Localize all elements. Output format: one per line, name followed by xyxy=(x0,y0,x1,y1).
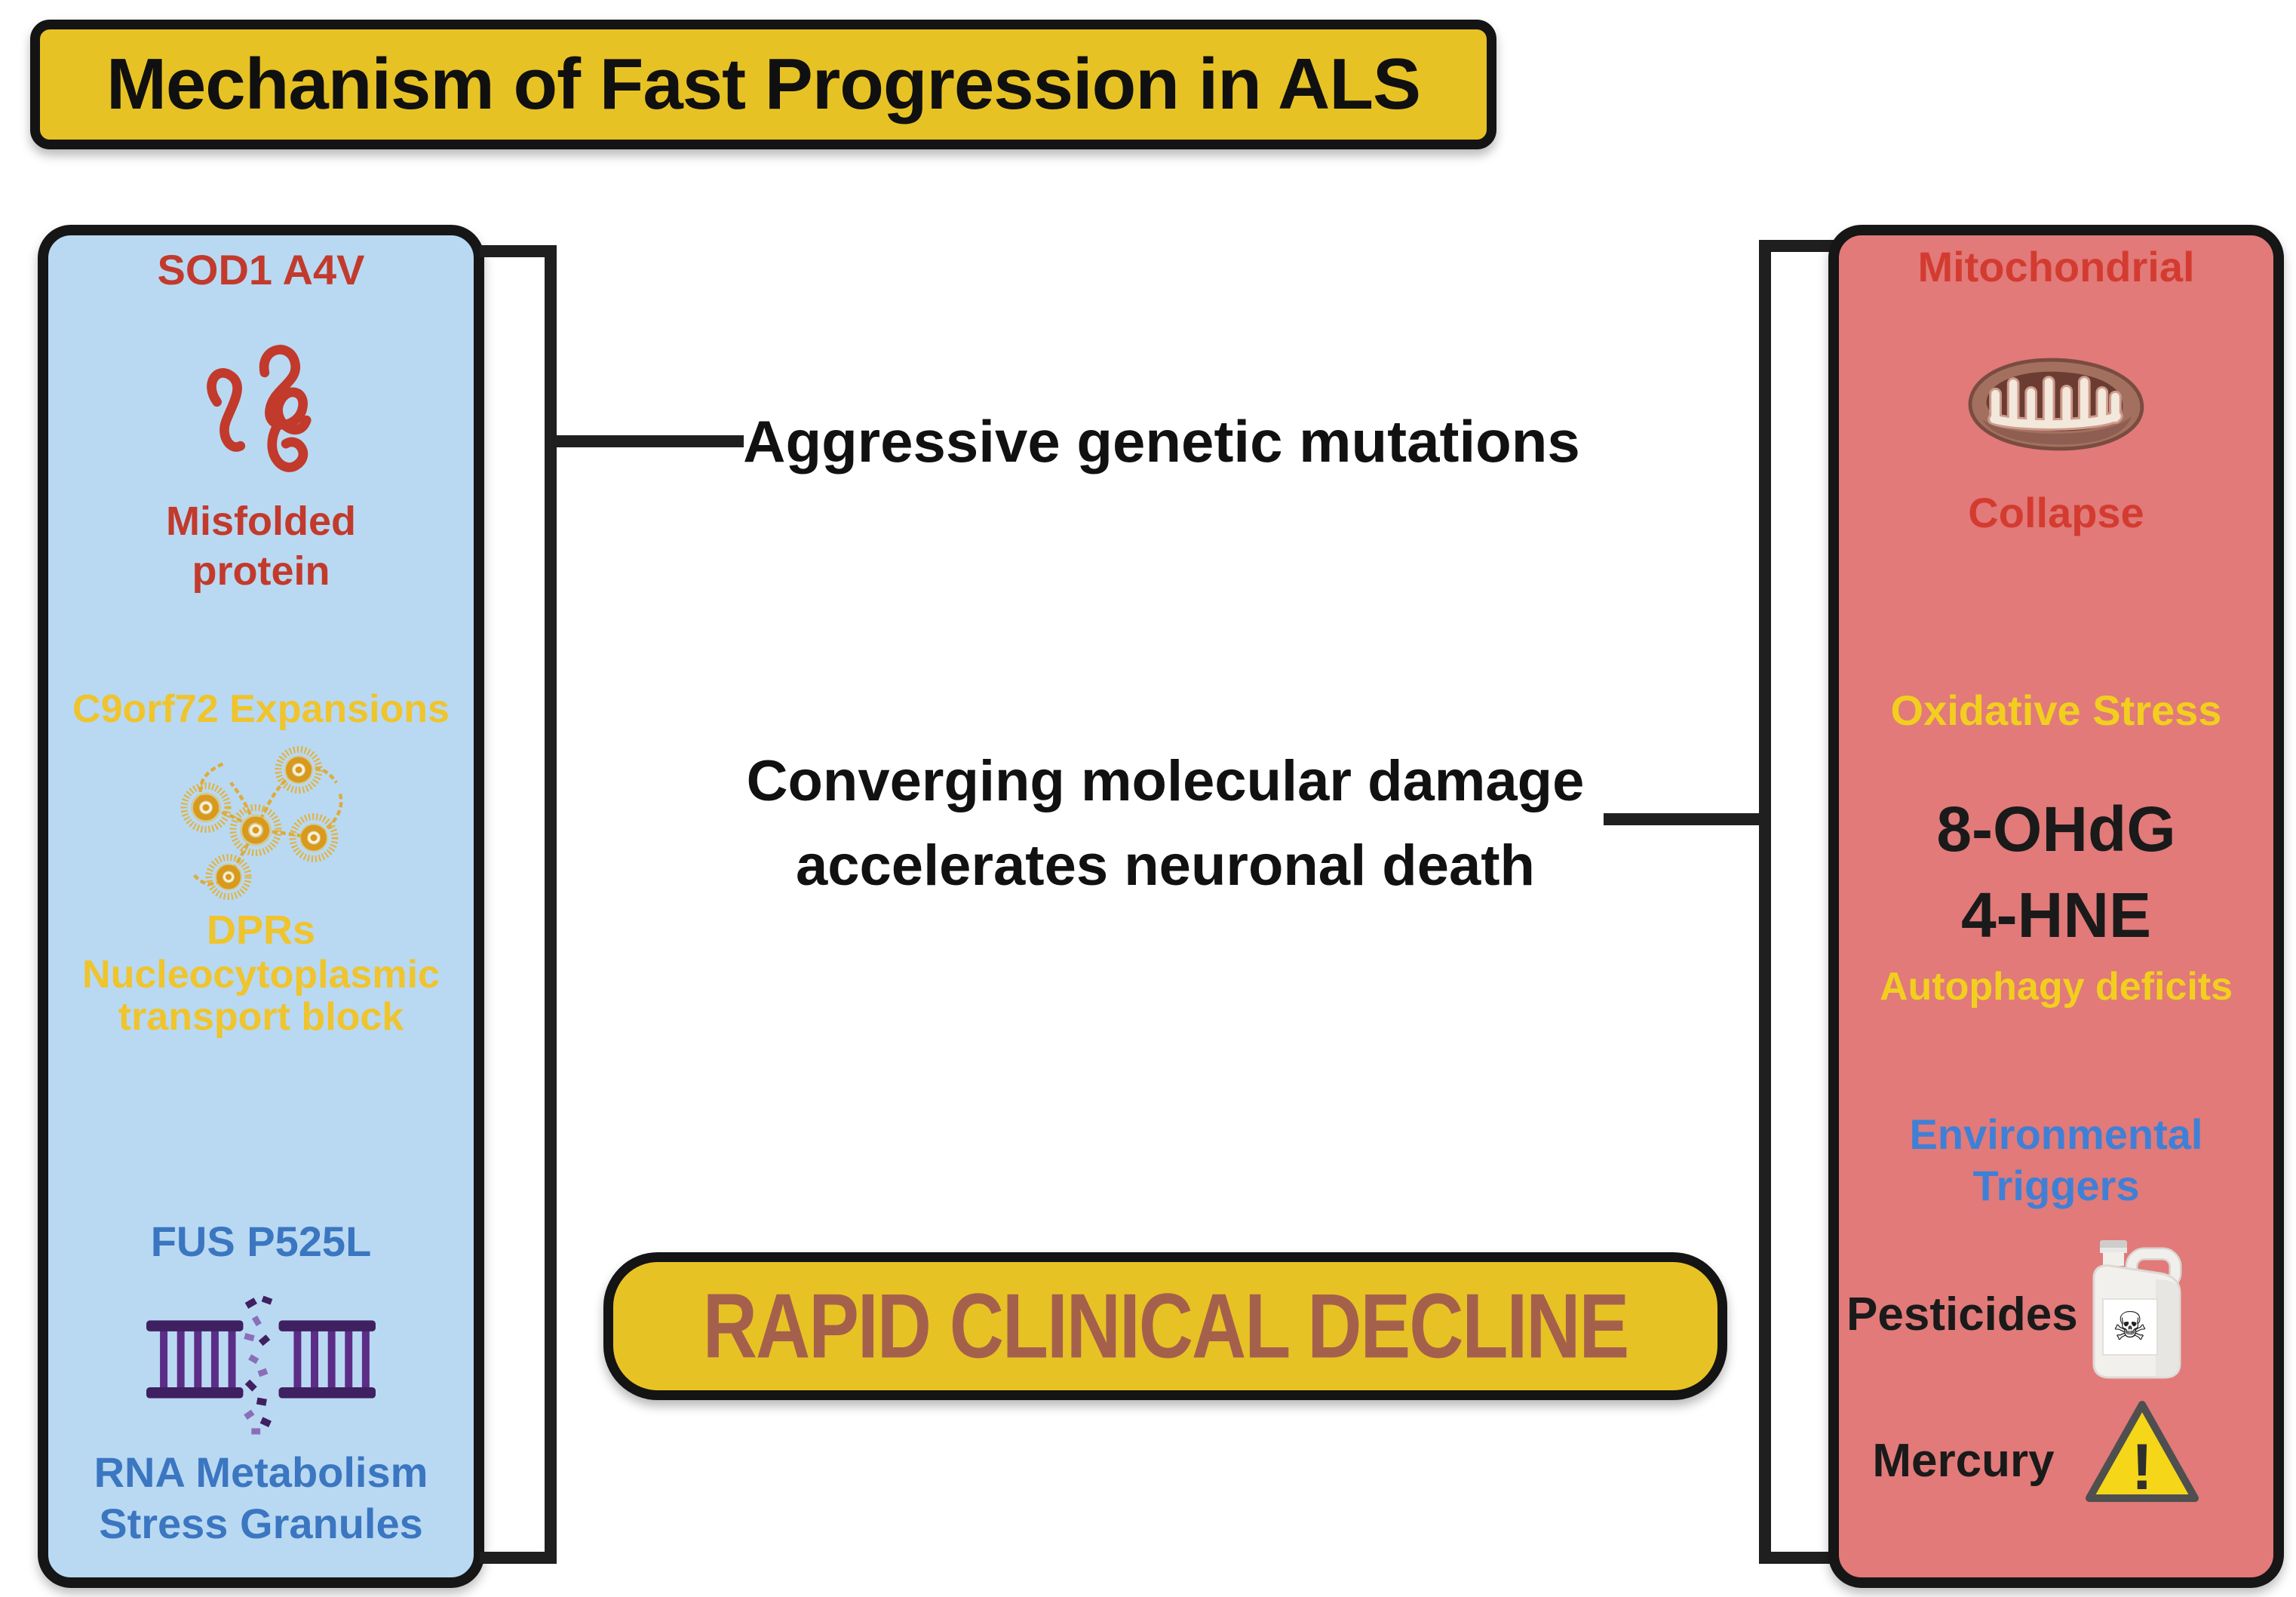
transport-block-label: Nucleocytoplasmic xyxy=(82,953,440,997)
right-bracket-top-line xyxy=(1771,240,1834,252)
fus-label: FUS P525L xyxy=(150,1218,372,1265)
environmental-triggers-label: Environmental xyxy=(1909,1110,2203,1158)
converging-damage-line1: Converging molecular damage xyxy=(746,749,1585,813)
aggressive-mutations-caption: Aggressive genetic mutations xyxy=(743,408,1580,474)
misfolded-protein-label: Misfolded xyxy=(166,499,356,544)
pesticide-jug-icon: ☠ xyxy=(2092,1240,2182,1379)
stress-granules-label: Stress Granules xyxy=(99,1500,423,1547)
c9orf72-label: C9orf72 Expansions xyxy=(72,687,450,731)
protein-aggregates-icon xyxy=(180,746,343,900)
right-bracket-bottom-line xyxy=(1771,1552,1834,1564)
8ohdg-label: 8-OHdG xyxy=(1936,794,2176,865)
pesticides-label: Pesticides xyxy=(1846,1288,2078,1341)
autophagy-deficits-label: Autophagy deficits xyxy=(1879,965,2233,1009)
genetic-mutations-panel: SOD1 A4V Misfolded protein C9orf72 Expan… xyxy=(38,225,484,1588)
page-title: Mechanism of Fast Progression in ALS xyxy=(106,44,1421,124)
mitochondrion-icon xyxy=(1968,358,2144,451)
4hne-label: 4-HNE xyxy=(1960,880,2152,951)
left-bracket-bottom-line xyxy=(480,1552,555,1564)
mitochondrial-label: Mitochondrial xyxy=(1917,243,2195,290)
broken-dna-icon xyxy=(146,1295,376,1435)
collapse-label: Collapse xyxy=(1968,489,2144,536)
dna-debris xyxy=(244,1295,273,1435)
left-bracket-top-line xyxy=(480,245,555,257)
converging-damage-caption: Converging molecular damage accelerates … xyxy=(694,739,1637,908)
misfolded-protein-icon xyxy=(207,345,312,472)
skull-crossbones-glyph: ☠ xyxy=(2113,1304,2148,1350)
environmental-triggers-label-2: Triggers xyxy=(1972,1162,2140,1209)
sod1-label: SOD1 A4V xyxy=(157,246,365,293)
dprs-label: DPRs xyxy=(206,908,316,953)
rapid-clinical-decline-label: RAPID CLINICAL DECLINE xyxy=(702,1274,1629,1377)
exclamation-glyph: ! xyxy=(2132,1431,2153,1503)
molecular-damage-panel: Mitochondrial Collapse Oxidative Stress … xyxy=(1828,225,2284,1588)
rna-metabolism-label: RNA Metabolism xyxy=(94,1448,428,1496)
oxidative-stress-label: Oxidative Stress xyxy=(1890,686,2222,734)
converging-damage-line2: accelerates neuronal death xyxy=(796,834,1535,898)
transport-block-label-2: transport block xyxy=(118,995,404,1039)
aggregate-clusters xyxy=(180,746,339,900)
left-branch-line xyxy=(557,435,744,447)
left-bracket-vertical-line xyxy=(545,245,557,1564)
warning-triangle-icon: ! xyxy=(2086,1401,2199,1503)
mercury-label: Mercury xyxy=(1872,1435,2055,1487)
right-bracket-vertical-line xyxy=(1759,240,1771,1564)
right-branch-line xyxy=(1604,813,1759,825)
title-banner: Mechanism of Fast Progression in ALS xyxy=(30,20,1496,149)
rapid-clinical-decline-banner: RAPID CLINICAL DECLINE xyxy=(603,1252,1727,1400)
misfolded-protein-label-2: protein xyxy=(192,548,330,594)
